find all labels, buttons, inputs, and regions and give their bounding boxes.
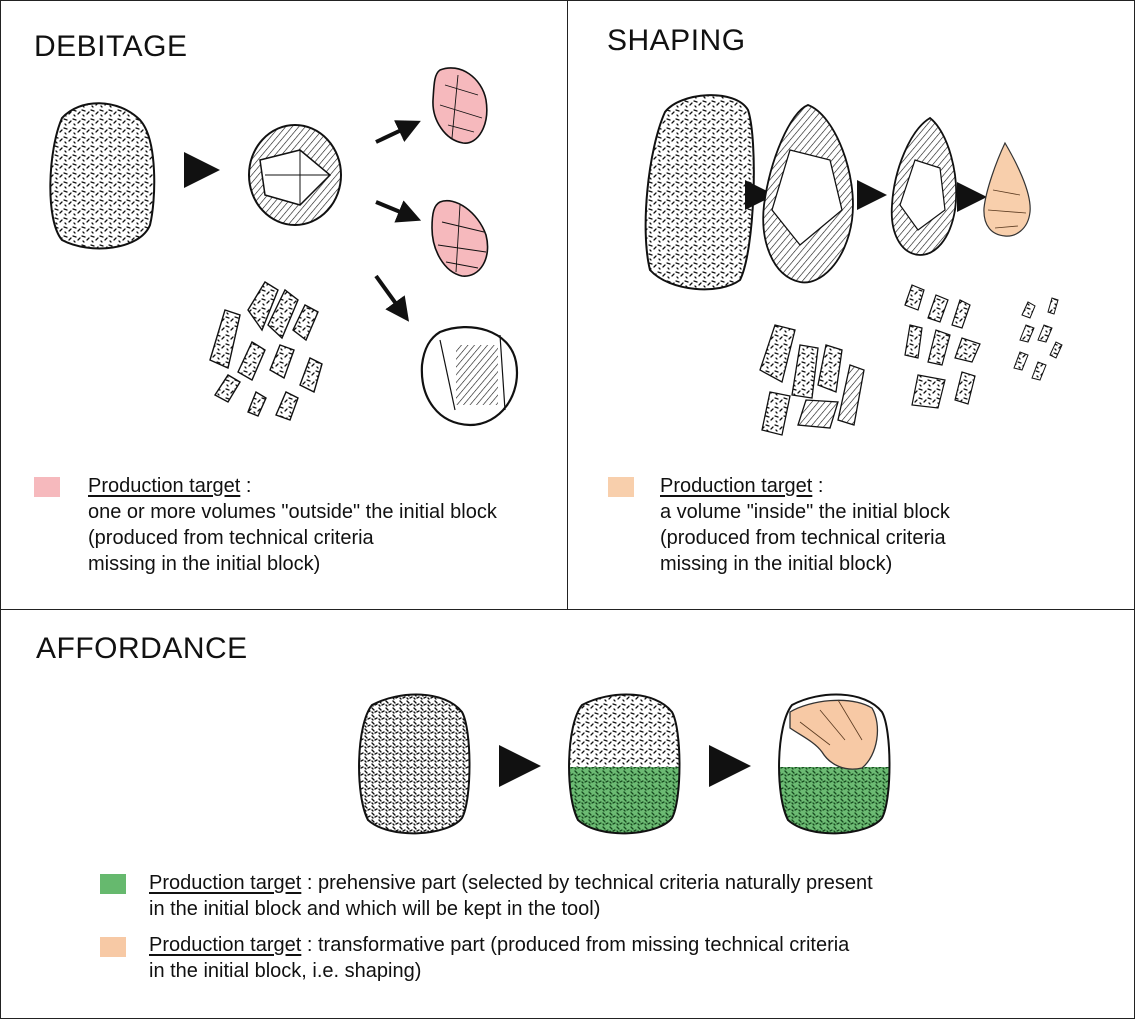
affordance-selected-block xyxy=(568,693,681,835)
debitage-legend: Production target : one or more volumes … xyxy=(88,473,497,577)
prehensive-legend-label: Production target xyxy=(149,872,302,894)
shaping-legend-swatch xyxy=(608,477,634,497)
transformative-legend-line: in the initial block, i.e. shaping) xyxy=(149,960,422,982)
transformative-legend: Production target : transformative part … xyxy=(149,932,849,984)
shaping-flakes-small xyxy=(1013,297,1063,381)
shaping-legend-line: a volume "inside" the initial block xyxy=(660,501,950,523)
debitage-legend-line: one or more volumes "outside" the initia… xyxy=(88,501,497,523)
shaping-title: SHAPING xyxy=(607,24,746,57)
debitage-core xyxy=(248,124,342,226)
debitage-arrows-out xyxy=(374,120,422,322)
prehensive-legend-heading: Production target : prehensive part (sel… xyxy=(149,872,873,894)
debitage-legend-line: (produced from technical criteria xyxy=(88,527,374,549)
affordance-raw-block xyxy=(358,693,471,835)
debitage-raw-block xyxy=(49,102,156,250)
vertical-divider xyxy=(567,0,568,609)
debitage-legend-line: missing in the initial block) xyxy=(88,553,321,575)
horizontal-divider xyxy=(0,609,1135,610)
affordance-title: AFFORDANCE xyxy=(36,632,248,665)
debitage-legend-heading: Production target : xyxy=(88,475,252,497)
shaping-legend: Production target : a volume "inside" th… xyxy=(660,473,950,577)
shaping-target-biface xyxy=(983,141,1031,237)
shaping-legend-heading: Production target : xyxy=(660,475,824,497)
transformative-legend-label: Production target xyxy=(149,934,302,956)
shaping-legend-line: missing in the initial block) xyxy=(660,553,893,575)
debitage-flake-target-1 xyxy=(432,67,488,144)
debitage-flake-target-2 xyxy=(431,199,489,277)
shaping-flakes-large xyxy=(759,324,865,436)
shaping-rough-biface xyxy=(762,104,854,284)
prehensive-legend: Production target : prehensive part (sel… xyxy=(149,870,873,922)
shaping-legend-line: (produced from technical criteria xyxy=(660,527,946,549)
affordance-tool-block xyxy=(778,693,891,835)
debitage-legend-label: Production target xyxy=(88,475,241,497)
prehensive-legend-line: in the initial block and which will be k… xyxy=(149,898,601,920)
transformative-legend-swatch xyxy=(100,937,126,957)
shaping-flakes-medium xyxy=(904,284,981,409)
shaping-finished-biface xyxy=(890,116,958,256)
prehensive-legend-swatch xyxy=(100,874,126,894)
debitage-title: DEBITAGE xyxy=(34,30,188,63)
debitage-legend-swatch xyxy=(34,477,60,497)
debitage-exhausted-core xyxy=(420,325,519,427)
transformative-legend-heading: Production target : transformative part … xyxy=(149,934,850,956)
debitage-flakes-pile xyxy=(209,281,323,421)
shaping-raw-block xyxy=(644,94,755,291)
shaping-legend-label: Production target xyxy=(660,475,813,497)
